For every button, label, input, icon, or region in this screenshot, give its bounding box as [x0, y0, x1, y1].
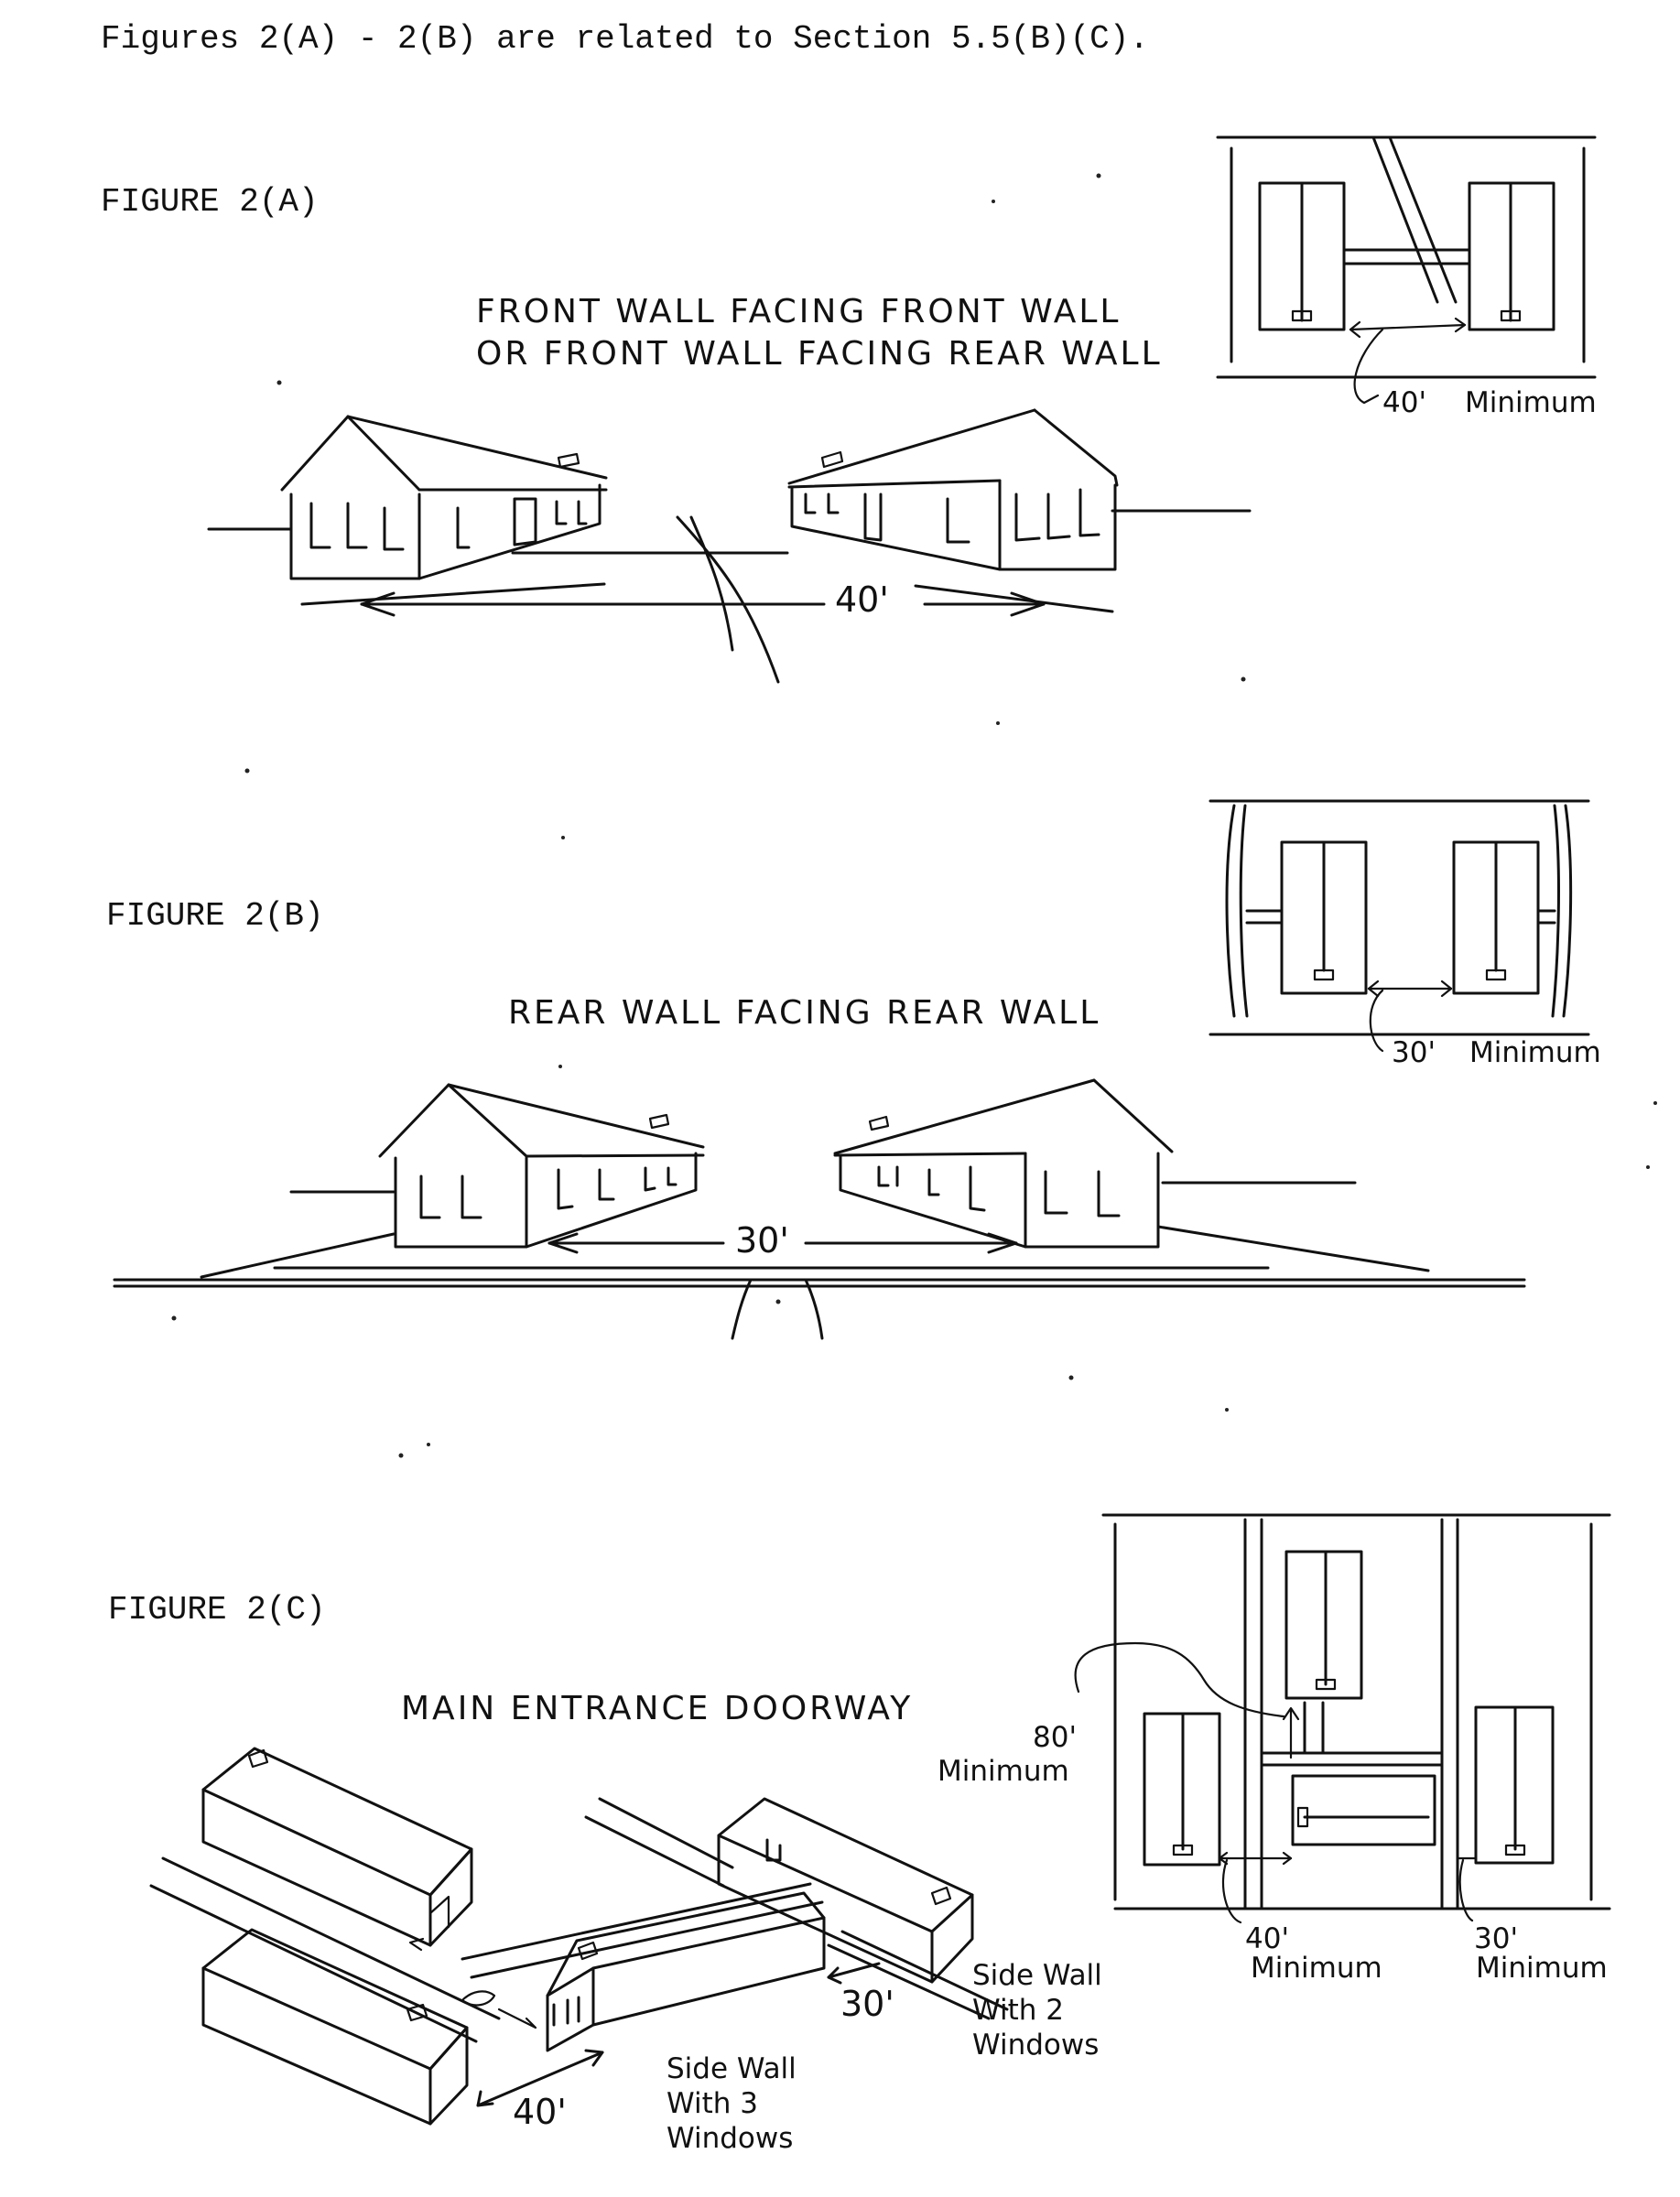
figure-2c-building-top-left [201, 1747, 473, 1947]
figure-2a-caption-line1: FRONT WALL FACING FRONT WALL [476, 293, 1121, 330]
figure-2c-plan-80-minimum: Minimum [938, 1755, 1069, 1788]
figure-2c-side3-line1: Side Wall [667, 2052, 797, 2085]
figure-2b-caption: REAR WALL FACING REAR WALL [508, 994, 1100, 1032]
figure-2a-distance: 40' [835, 579, 889, 620]
figure-2a-caption-line2: OR FRONT WALL FACING REAR WALL [476, 335, 1163, 373]
figure-2a-left-house [280, 415, 608, 580]
figure-2c-plan-30: 30' [1474, 1922, 1518, 1955]
figure-2c-building-center [546, 1891, 826, 2052]
figure-2c-building-bottom-left [201, 1928, 469, 2126]
figure-2c-plan: 80' Minimum 40' Minimum 30' Minimum [938, 1513, 1611, 1985]
figure-2c-plan-40-minimum: Minimum [1251, 1952, 1382, 1985]
figure-2c-label: FIGURE 2(C) [108, 1591, 326, 1629]
figure-2b-distance: 30' [735, 1220, 789, 1261]
figure-2a-label: FIGURE 2(A) [101, 183, 319, 221]
figure-2b-right-house [833, 1078, 1174, 1249]
figure-2c-side2-line1: Side Wall [972, 1959, 1102, 1992]
figure-2c-side2-line2: With 2 [972, 1994, 1064, 2027]
figure-2c-perspective: MAIN ENTRANCE DOORWAY [149, 1690, 1102, 2155]
figure-2c-side3-line3: Windows [667, 2122, 793, 2155]
scan-specks [171, 173, 1657, 1458]
figure-2b-plan-minimum: Minimum [1469, 1036, 1601, 1069]
figure-2a-plan: 40' Minimum [1216, 135, 1597, 419]
figure-2a-perspective: FRONT WALL FACING FRONT WALL OR FRONT WA… [207, 293, 1252, 684]
figure-2c-distance-30: 30' [840, 1984, 894, 2024]
figure-2c-side3-line2: With 3 [667, 2087, 758, 2120]
figure-2b-label: FIGURE 2(B) [106, 897, 324, 935]
figure-2b-plan: 30' Minimum [1209, 799, 1601, 1069]
figure-2c-plan-40: 40' [1245, 1922, 1289, 1955]
figure-2c-building-right [717, 1797, 974, 1984]
figure-2c-caption: MAIN ENTRANCE DOORWAY [401, 1690, 913, 1727]
figure-2c-plan-80: 80' [1033, 1721, 1077, 1754]
figure-2a-plan-distance: 40' [1382, 386, 1426, 419]
figure-2a-right-house [787, 408, 1119, 571]
figure-2a-plan-minimum: Minimum [1465, 386, 1597, 419]
figure-2b-perspective: REAR WALL FACING REAR WALL [113, 994, 1526, 1340]
figure-2b-left-house [378, 1083, 705, 1249]
figure-2b-plan-distance: 30' [1392, 1036, 1436, 1069]
figure-2c-side2-line3: Windows [972, 2029, 1099, 2062]
figure-2c-plan-30-minimum: Minimum [1476, 1952, 1608, 1985]
figure-2c-distance-40: 40' [513, 2092, 567, 2132]
header-text: Figures 2(A) - 2(B) are related to Secti… [101, 20, 1149, 58]
